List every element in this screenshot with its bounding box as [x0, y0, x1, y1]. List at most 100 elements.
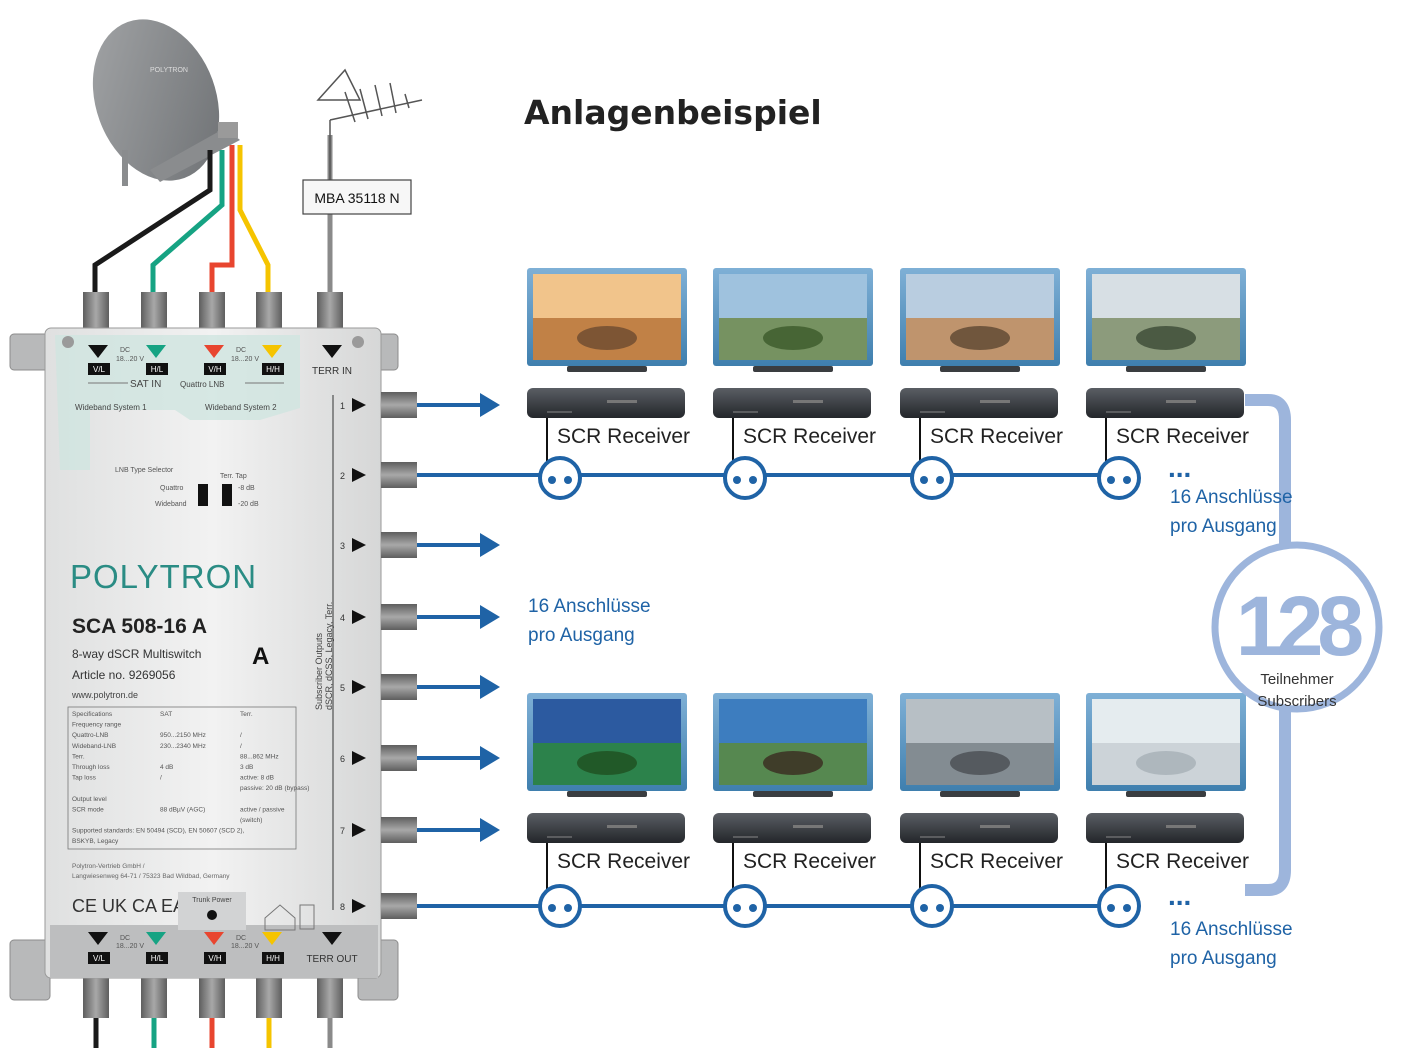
- f-connector: [381, 893, 417, 919]
- tv-stand: [940, 791, 1020, 797]
- total-line1: Teilnehmer: [1260, 671, 1333, 688]
- tap-outlet-icon: [723, 884, 767, 928]
- tv-stand: [567, 366, 647, 372]
- tap-outlet-icon: [538, 884, 582, 928]
- input-panel: DC 18...20 V DC 18...20 V V/L H/L V/H H/…: [75, 345, 352, 412]
- spec-cell: /: [160, 775, 162, 782]
- dc-range-1: 18...20 V: [116, 356, 144, 363]
- amplifier-box: MBA 35118 N: [302, 179, 412, 215]
- output-arrow-icon: [352, 823, 366, 837]
- receiver-label: SCR Receiver: [557, 850, 690, 873]
- set-top-box: [713, 813, 871, 843]
- tap-outlet-icon: [1097, 456, 1141, 500]
- set-top-box: [1086, 813, 1244, 843]
- receiver-label: SCR Receiver: [743, 850, 876, 873]
- dc-range-4: 18...20 V: [231, 943, 259, 950]
- output-number: 6: [340, 754, 345, 764]
- spec-cell: SAT: [160, 711, 172, 718]
- device-article: Article no. 9269056: [72, 668, 176, 682]
- scr-receiver-unit: SCR Receiver: [713, 693, 876, 893]
- dc-label-1: DC: [120, 347, 130, 354]
- bottom-note-line2: pro Ausgang: [1170, 948, 1277, 969]
- output-arrow-icon: [352, 680, 366, 694]
- output-number: 3: [340, 541, 345, 551]
- selector-panel: LNB Type Selector Quattro Wideband Terr.…: [115, 467, 259, 508]
- outputs-side-2: dSCR, dCSS, Legacy, Terr.: [324, 602, 334, 710]
- outputs-side-1: Subscriber Outputs: [314, 632, 324, 710]
- output-port-6: 6: [340, 745, 500, 771]
- device-footer: Polytron-Vertrieb GmbH / Langwiesenweg 6…: [72, 863, 315, 931]
- tap-outlet-icon: [1097, 884, 1141, 928]
- tap1-label: -8 dB: [238, 485, 255, 492]
- sat-in-label: SAT IN: [130, 379, 161, 390]
- scr-receiver-unit: SCR Receiver: [713, 268, 876, 468]
- spec-cell: Supported standards: EN 50494 (SCD), EN …: [72, 828, 245, 835]
- device-branding: POLYTRON SCA 508-16 A 8-way dSCR Multisw…: [70, 558, 269, 700]
- device-model: SCA 508-16 A: [72, 615, 207, 638]
- sat-in-sub: Quattro LNB: [180, 380, 224, 389]
- satellite-dish-icon: POLYTRON: [92, 19, 240, 186]
- spec-cell: 4 dB: [160, 764, 173, 771]
- tap-outlet-icon: [723, 456, 767, 500]
- dc-range-3: 18...20 V: [116, 943, 144, 950]
- output-arrow-icon: [352, 610, 366, 624]
- spec-cell: active: 8 dB: [240, 775, 274, 782]
- output-number: 7: [340, 826, 345, 836]
- output-port-8: 8: [340, 893, 1130, 919]
- output-port-7: 7: [340, 817, 500, 843]
- signal-arrow-icon: [480, 818, 500, 842]
- spec-cell: 88...862 MHz: [240, 753, 279, 760]
- output-port-3: 3: [340, 532, 500, 558]
- set-top-box: [900, 813, 1058, 843]
- output-port-2: 2: [340, 462, 1130, 488]
- quattro-label: Quattro: [160, 485, 183, 492]
- terr-tap-label: Terr. Tap: [220, 473, 247, 480]
- continuation-dots: ...: [1168, 452, 1191, 483]
- spec-cell: Frequency range: [72, 722, 122, 729]
- output-port-1: 1: [340, 392, 500, 418]
- tap-outlet-icon: [538, 456, 582, 500]
- input-hl: H/L: [151, 365, 164, 374]
- spec-cell: 950...2150 MHz: [160, 732, 206, 739]
- set-top-box: [713, 388, 871, 418]
- receiver-label: SCR Receiver: [557, 425, 690, 448]
- wideband-label: Wideband: [155, 501, 187, 508]
- output-arrow-icon: [352, 398, 366, 412]
- tv-stand: [940, 366, 1020, 372]
- spec-cell: Specifications: [72, 711, 113, 718]
- terrestrial-antenna-icon: [316, 68, 423, 180]
- dc-range-2: 18...20 V: [231, 356, 259, 363]
- set-top-box: [1086, 388, 1244, 418]
- f-connector: [381, 392, 417, 418]
- input-vl: V/L: [93, 365, 106, 374]
- f-connector: [381, 745, 417, 771]
- signal-arrow-icon: [480, 746, 500, 770]
- spec-cell: passive: 20 dB (bypass): [240, 785, 309, 792]
- f-connector: [381, 462, 417, 488]
- tv-stand: [753, 366, 833, 372]
- signal-arrow-icon: [480, 533, 500, 557]
- top-note-line1: 16 Anschlüsse: [1170, 487, 1293, 508]
- output-vh: V/H: [208, 954, 222, 963]
- device-website: www.polytron.de: [71, 690, 138, 700]
- spec-cell: 88 dBµV (AGC): [160, 806, 205, 813]
- dc-label-2: DC: [236, 347, 246, 354]
- page-title: Anlagenbeispiel: [524, 93, 822, 132]
- bottom-output-ports: [83, 978, 343, 1048]
- input-vh: V/H: [208, 365, 222, 374]
- output-arrow-icon: [352, 899, 366, 913]
- output-port-4: 4: [340, 604, 500, 630]
- terr-in-label: TERR IN: [312, 366, 352, 377]
- receiver-label: SCR Receiver: [930, 850, 1063, 873]
- tv-stand: [1126, 366, 1206, 372]
- amplifier-label: MBA 35118 N: [314, 190, 399, 206]
- continuation-dots: ...: [1168, 880, 1191, 911]
- total-line2: Subscribers: [1257, 693, 1336, 710]
- tv-stand: [567, 791, 647, 797]
- device-type: 8-way dSCR Multiswitch: [72, 647, 201, 661]
- receiver-label: SCR Receiver: [1116, 425, 1249, 448]
- spec-cell: Tap loss: [72, 775, 97, 782]
- maker-line2: Langwiesenweg 64-71 / 75323 Bad Wildbad,…: [72, 873, 230, 880]
- tap-outlet-icon: [910, 456, 954, 500]
